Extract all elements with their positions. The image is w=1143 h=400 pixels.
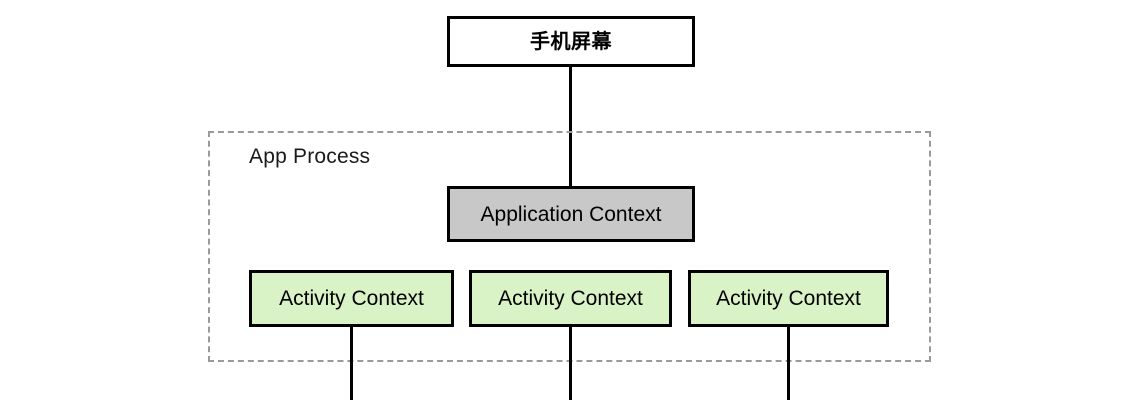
- application-context-label: Application Context: [480, 202, 662, 226]
- connector-activity-context-1-downward: [350, 326, 353, 400]
- activity-context-box-3: Activity Context: [688, 270, 889, 327]
- activity-context-box-2: Activity Context: [469, 270, 672, 327]
- application-context-box: Application Context: [447, 186, 695, 242]
- activity-context-box-1: Activity Context: [249, 270, 454, 327]
- phone-screen-box: 手机屏幕: [447, 16, 695, 67]
- connector-activity-context-3-downward: [787, 326, 790, 400]
- activity-context-label-3: Activity Context: [716, 287, 861, 310]
- activity-context-label-2: Activity Context: [498, 287, 643, 310]
- phone-screen-label: 手机屏幕: [530, 30, 612, 53]
- connector-activity-context-2-downward: [569, 326, 572, 400]
- connector-screen-to-application-context: [569, 66, 572, 187]
- activity-context-label-1: Activity Context: [279, 287, 424, 310]
- app-process-label: App Process: [249, 145, 371, 168]
